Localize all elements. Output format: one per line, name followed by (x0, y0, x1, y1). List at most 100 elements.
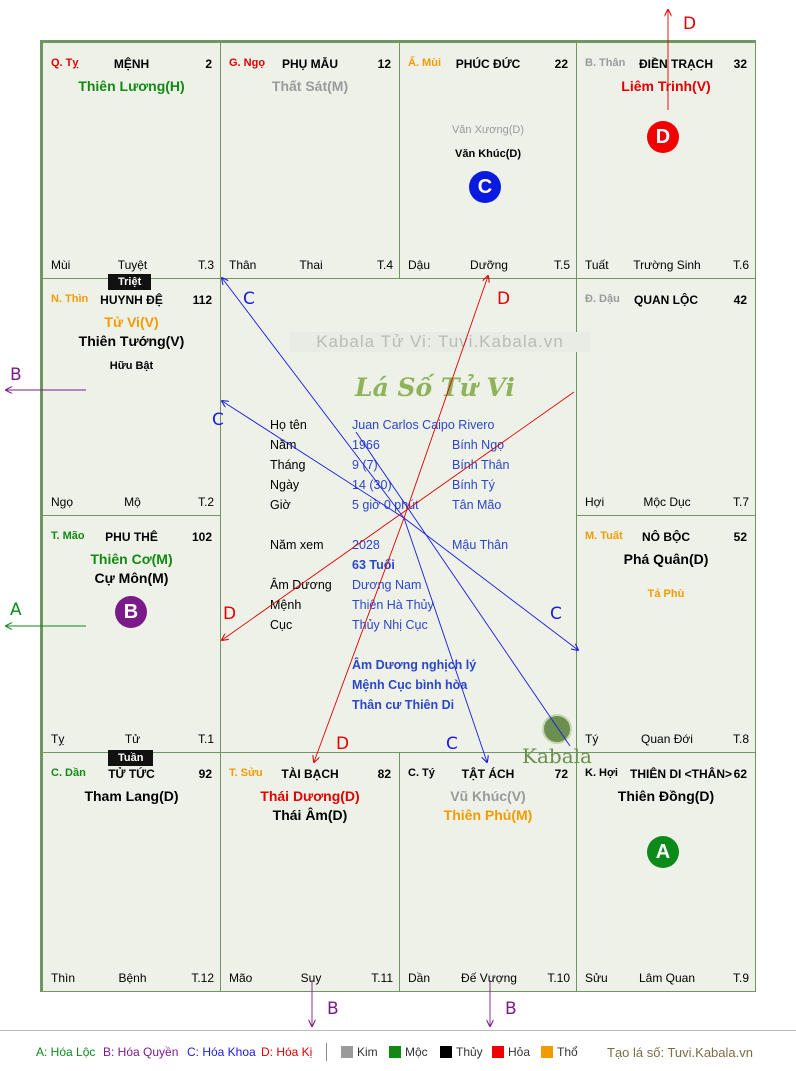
legend-bar: A: Hóa Lộc B: Hóa Quyền C: Hóa Khoa D: H… (0, 1030, 796, 1071)
main-star: Tham Lang(D) (84, 788, 179, 804)
footer-number: T.12 (191, 971, 214, 985)
main-star: Thiên Lương(H) (78, 78, 185, 94)
arrow-label-b: B (505, 999, 517, 1019)
moc-swatch (389, 1046, 401, 1058)
palace-stars: Thái Dương(D) Thái Âm(D) (221, 787, 399, 825)
kabala-logo: Kabala (522, 714, 592, 768)
label-am-duong: Âm Dương (270, 578, 332, 592)
main-star: Thái Dương(D) (260, 788, 360, 804)
legend-hoa: Hỏa (492, 1045, 530, 1059)
palace-branch: K. Hợi (585, 767, 618, 779)
footer-number: T.1 (197, 732, 214, 746)
palace-tai-bach[interactable]: T. Sửu TÀI BẠCH 82 Thái Dương(D) Thái Âm… (220, 752, 400, 992)
legend-tho: Thổ (541, 1045, 578, 1059)
palace-thien-di[interactable]: K. Hợi THIÊN DI <THÂN> 62 Thiên Đồng(D) … (576, 752, 756, 992)
palace-no-boc[interactable]: M. Tuất NÔ BỘC 52 Phá Quân(D) Tả Phù Tý … (576, 515, 756, 753)
palace-phuc-duc[interactable]: Ấ. Mùi PHÚC ĐỨC 22 Văn Xương(D) Văn Khúc… (399, 42, 577, 279)
minor-star: Văn Khúc(D) (455, 148, 521, 160)
palace-branch: T. Sửu (229, 767, 263, 779)
minor-star: Tả Phù (647, 588, 685, 600)
palace-age: 112 (192, 293, 212, 307)
footer-stage: Mộc Dục (643, 495, 691, 509)
footer-number: T.9 (732, 971, 749, 985)
palace-phu-the[interactable]: T. Mão PHU THÊ 102 Thiên Cơ(M) Cự Môn(M)… (42, 515, 221, 753)
badge-a: A (647, 836, 679, 868)
note-am-duong: Âm Dương nghịch lý (352, 658, 477, 672)
palace-branch: C. Dần (51, 767, 86, 779)
legend-credit-text[interactable]: Tạo lá số: Tuvi.Kabala.vn (607, 1045, 753, 1060)
footer-branch: Tuất (585, 258, 609, 272)
main-star: Thiên Tướng(V) (78, 333, 185, 349)
legend-hoa-quyen: B: Hóa Quyền (103, 1045, 178, 1059)
palace-branch: C. Tý (408, 767, 435, 779)
legend-hoa-ki: D: Hóa Kị (261, 1045, 312, 1059)
palace-phu-mau[interactable]: G. Ngọ PHỤ MẪU 12 Thất Sát(M) Thân Thai … (220, 42, 400, 279)
palace-age: 102 (191, 530, 212, 544)
palace-dien-trach[interactable]: B. Thân ĐIỀN TRẠCH 32 Liêm Trinh(V) Tuất… (576, 42, 756, 279)
palace-name: HUYNH ĐỆ (100, 293, 163, 307)
palace-stars: Liêm Trinh(V) (577, 77, 755, 96)
legend-credit[interactable]: Tạo lá số: Tuvi.Kabala.vn (607, 1045, 753, 1060)
value-thang-can: Bính Thân (452, 458, 510, 472)
footer-stage: Tử (124, 732, 141, 746)
palace-branch: N. Thìn (51, 293, 89, 305)
legend-thuy: Thủy (440, 1045, 483, 1059)
palace-age: 22 (554, 57, 568, 71)
label-thang: Tháng (270, 458, 306, 472)
palace-age: 12 (377, 57, 391, 71)
minor-star: Hữu Bật (109, 360, 154, 372)
footer-branch: Dậu (408, 258, 431, 272)
palace-branch: Q. Tỵ (51, 57, 79, 69)
value-nam: 1966 (352, 438, 380, 452)
value-am-duong: Dương Nam (352, 578, 422, 592)
palace-name: PHỤ MẪU (282, 57, 338, 71)
main-star: Thiên Cơ(M) (90, 551, 173, 567)
arrow-label-b: B (327, 999, 339, 1019)
palace-menh[interactable]: Q. Tỵ MỆNH 2 Thiên Lương(H) Mùi Tuyệt T.… (42, 42, 221, 279)
legend-thuy-text: Thủy (456, 1045, 483, 1059)
triet-tag: Triệt (108, 274, 152, 290)
footer-stage: Đế Vượng (461, 971, 517, 985)
footer-branch: Ngọ (51, 495, 74, 509)
label-cuc: Cục (270, 618, 293, 632)
legend-hoa-khoa: C: Hóa Khoa (187, 1045, 256, 1059)
label-ho-ten: Họ tên (270, 418, 307, 432)
footer-stage: Trường Sinh (633, 258, 701, 272)
footer-stage: Suy (300, 971, 322, 985)
legend-hoa-loc-text: A: Hóa Lộc (36, 1045, 96, 1059)
note-menh-cuc: Mệnh Cục bình hòa (352, 678, 468, 692)
main-star: Phá Quân(D) (623, 551, 709, 567)
center-info-panel: Kabala Tử Vi: Tuvi.Kabala.vn Lá Số Tử Vi… (260, 318, 617, 794)
palace-age: 62 (733, 767, 747, 781)
legend-kim-text: Kim (357, 1045, 378, 1059)
main-star: Thiên Đồng(D) (617, 788, 715, 804)
palace-stars: Thiên Cơ(M) Cự Môn(M) (43, 550, 220, 588)
footer-number: T.8 (732, 732, 749, 746)
main-star: Vũ Khúc(V) (450, 788, 526, 804)
palace-stars: Thất Sát(M) (221, 77, 399, 96)
footer-stage: Dưỡng (470, 258, 508, 272)
palace-huynh-de[interactable]: N. Thìn HUYNH ĐỆ 112 Tử Vi(V) Thiên Tướn… (42, 278, 221, 516)
value-nam-xem-can: Mậu Thân (452, 538, 509, 552)
palace-age: 72 (554, 767, 568, 781)
palace-tu-tuc[interactable]: C. Dần TỬ TỨC 92 Tham Lang(D) Thìn Bệnh … (42, 752, 221, 992)
value-ngay: 14 (30) (352, 478, 392, 492)
footer-stage: Thai (299, 258, 323, 272)
footer-stage: Lâm Quan (638, 971, 696, 985)
palace-age: 2 (205, 57, 212, 71)
value-gio: 5 giờ 0 phút (352, 498, 419, 512)
main-star: Thiên Phủ(M) (443, 807, 533, 823)
palace-name: MỆNH (113, 57, 150, 71)
palace-name: THIÊN DI <THÂN> (629, 767, 732, 781)
palace-branch: T. Mão (51, 530, 85, 542)
footer-branch: Tỵ (51, 732, 65, 746)
palace-stars: Tử Vi(V) Thiên Tướng(V) Hữu Bật (43, 313, 220, 375)
footer-branch: Thìn (51, 971, 76, 985)
footer-number: T.7 (732, 495, 749, 509)
main-star: Tử Vi(V) (104, 314, 159, 330)
palace-name: ĐIỀN TRẠCH (639, 57, 713, 71)
label-gio: Giờ (270, 498, 291, 512)
legend-tho-text: Thổ (557, 1045, 578, 1059)
footer-branch: Tý (585, 732, 599, 746)
tree-icon (542, 714, 572, 744)
